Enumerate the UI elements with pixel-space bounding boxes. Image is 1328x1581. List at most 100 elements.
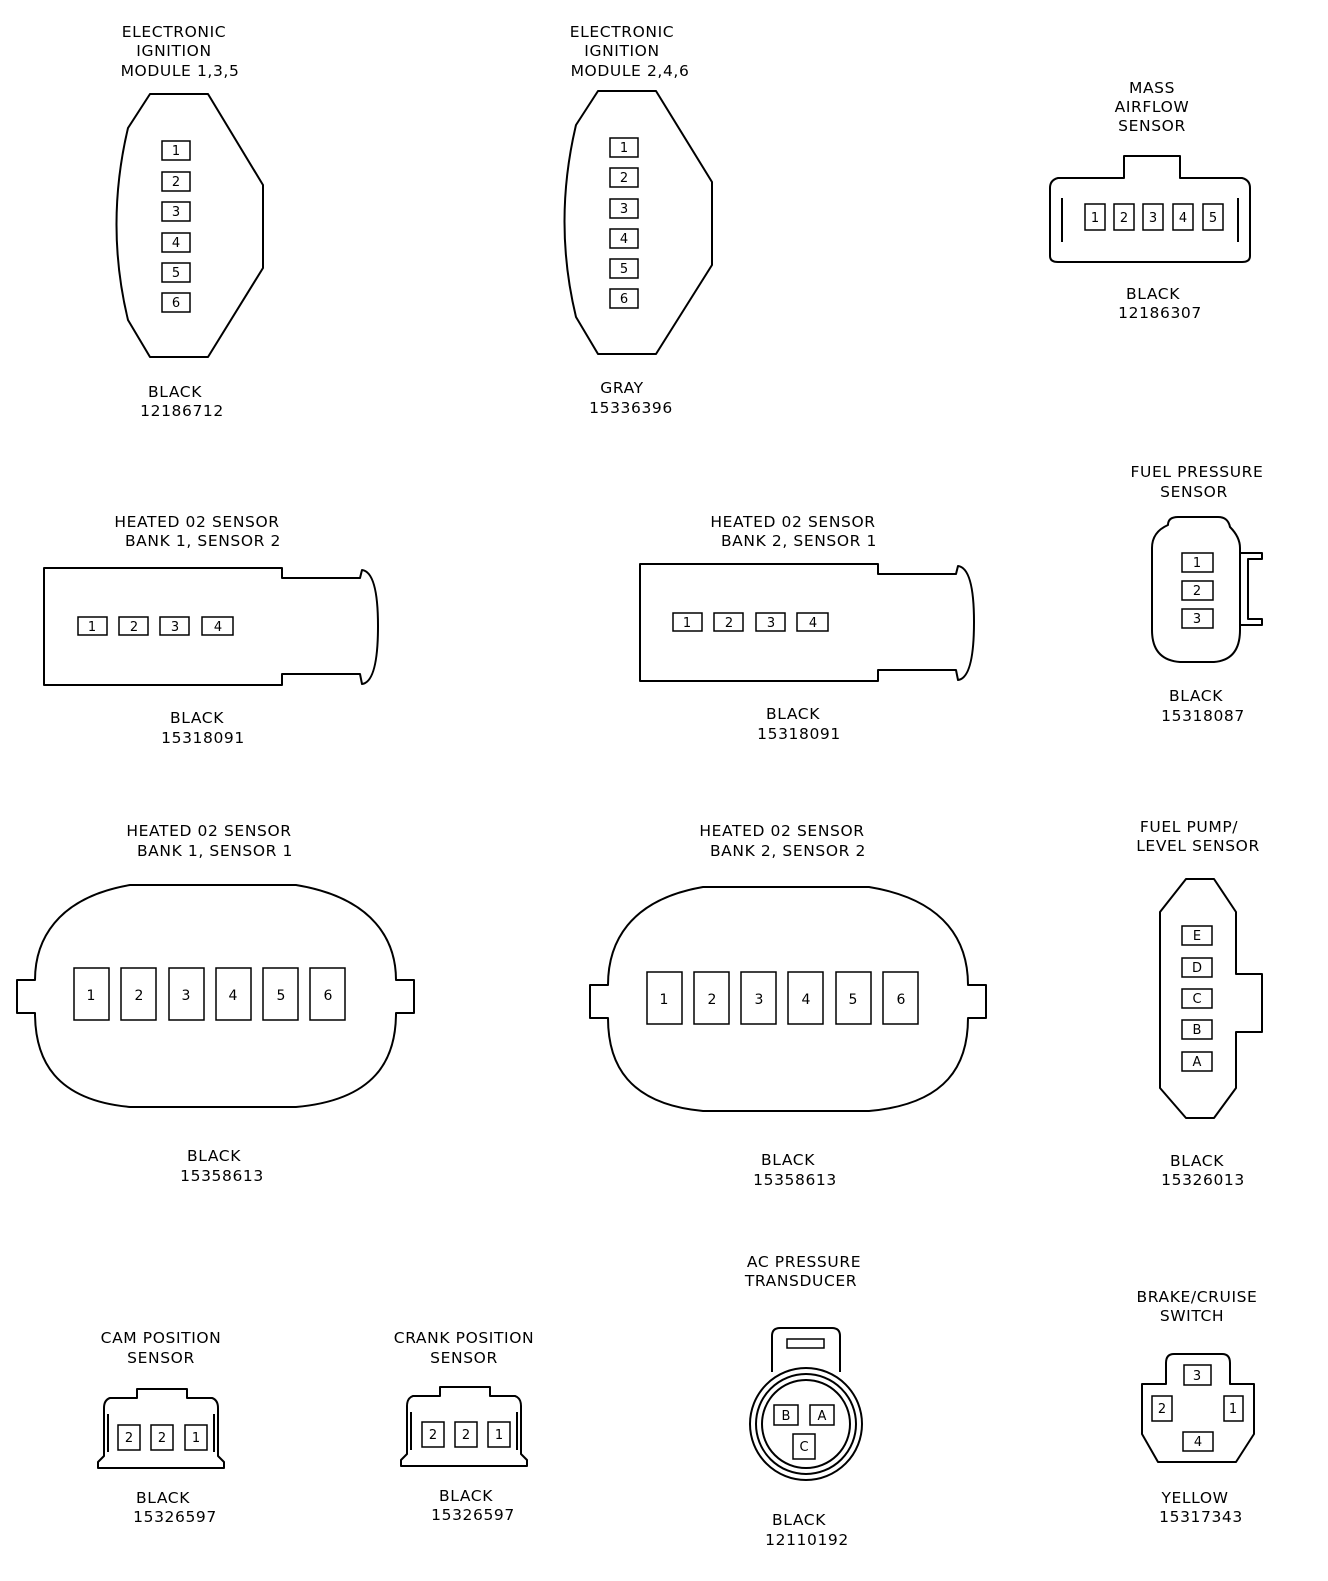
svg-text:1: 1 bbox=[660, 992, 669, 1008]
svg-text:3: 3 bbox=[1193, 612, 1201, 627]
pin-B: B bbox=[1181, 1019, 1213, 1040]
pin-3: 3 bbox=[755, 612, 786, 632]
svg-text:B: B bbox=[782, 1409, 791, 1424]
title-line-3: MODULE 2,4,6 bbox=[571, 62, 690, 80]
title-line-1: HEATED 02 SENSOR bbox=[114, 513, 279, 531]
connector-color: BLACK bbox=[136, 1489, 190, 1507]
svg-text:2: 2 bbox=[158, 1431, 166, 1446]
pin-3: 3 bbox=[161, 201, 191, 222]
connector-o2-bank2-sensor1: HEATED 02 SENSOR BANK 2, SENSOR 1 1 2 3 … bbox=[639, 513, 975, 743]
svg-text:2: 2 bbox=[1158, 1402, 1166, 1417]
svg-text:2: 2 bbox=[135, 988, 144, 1004]
svg-text:1: 1 bbox=[172, 144, 180, 159]
svg-text:4: 4 bbox=[1194, 1435, 1202, 1450]
part-number: 12110192 bbox=[765, 1531, 849, 1549]
connector-ring-middle bbox=[755, 1373, 857, 1475]
svg-text:4: 4 bbox=[620, 232, 628, 247]
pin-6: 6 bbox=[882, 971, 919, 1025]
svg-text:5: 5 bbox=[277, 988, 286, 1004]
pin-3: 3 bbox=[609, 198, 639, 219]
pin-D: D bbox=[1181, 957, 1213, 978]
svg-text:4: 4 bbox=[214, 620, 222, 635]
connector-body bbox=[589, 886, 987, 1112]
connector-body bbox=[400, 1386, 528, 1467]
pin-C: C bbox=[1181, 988, 1213, 1009]
title-line-1: HEATED 02 SENSOR bbox=[699, 822, 864, 840]
pin-1: 1 bbox=[77, 616, 108, 636]
pin-1: 1 bbox=[1223, 1395, 1244, 1422]
connector-o2-bank2-sensor2: HEATED 02 SENSOR BANK 2, SENSOR 2 1 2 3 … bbox=[589, 822, 987, 1189]
svg-text:4: 4 bbox=[809, 616, 817, 631]
svg-text:6: 6 bbox=[620, 292, 628, 307]
pin-2b: 2 bbox=[150, 1424, 174, 1451]
svg-text:2: 2 bbox=[1120, 211, 1128, 226]
title-line-2: SENSOR bbox=[127, 1349, 195, 1367]
pin-4: 4 bbox=[161, 232, 191, 253]
pin-4: 4 bbox=[796, 612, 829, 632]
pin-2: 2 bbox=[713, 612, 744, 632]
connector-ignition-module-246: ELECTRONIC IGNITION MODULE 2,4,6 1 2 3 4… bbox=[563, 23, 713, 417]
svg-text:2: 2 bbox=[708, 992, 717, 1008]
pin-2: 2 bbox=[1181, 580, 1214, 601]
connector-body bbox=[1141, 1353, 1255, 1463]
part-number: 12186712 bbox=[140, 402, 224, 420]
connector-color: BLACK bbox=[1169, 687, 1223, 705]
part-number: 15317343 bbox=[1159, 1508, 1243, 1526]
title-line-2: SENSOR bbox=[430, 1349, 498, 1367]
pin-3: 3 bbox=[1142, 203, 1164, 231]
connector-fuel-pressure-sensor: FUEL PRESSURE SENSOR 1 2 3 BLACK 1531808… bbox=[1131, 463, 1264, 725]
pin-2: 2 bbox=[120, 967, 157, 1021]
svg-text:6: 6 bbox=[324, 988, 333, 1004]
connector-color: BLACK bbox=[766, 705, 820, 723]
part-number: 12186307 bbox=[1118, 304, 1202, 322]
svg-text:A: A bbox=[1193, 1055, 1202, 1070]
svg-text:5: 5 bbox=[1209, 211, 1217, 226]
pin-4: 4 bbox=[1182, 1431, 1214, 1452]
title-line-2: BANK 1, SENSOR 1 bbox=[137, 842, 293, 860]
svg-text:2: 2 bbox=[1193, 584, 1201, 599]
svg-text:6: 6 bbox=[172, 296, 180, 311]
pin-5: 5 bbox=[161, 262, 191, 283]
connector-cam-position-sensor: CAM POSITION SENSOR 2 2 1 BLACK 15326597 bbox=[97, 1329, 225, 1526]
pin-A: A bbox=[809, 1404, 835, 1426]
svg-text:2: 2 bbox=[725, 616, 733, 631]
title-line-1: FUEL PRESSURE bbox=[1131, 463, 1264, 481]
svg-text:2: 2 bbox=[462, 1428, 470, 1443]
title-line-1: MASS bbox=[1129, 79, 1175, 97]
pin-1: 1 bbox=[73, 967, 110, 1021]
pin-6: 6 bbox=[161, 292, 191, 313]
title-line-1: HEATED 02 SENSOR bbox=[710, 513, 875, 531]
svg-text:2: 2 bbox=[620, 171, 628, 186]
svg-text:1: 1 bbox=[88, 620, 96, 635]
connector-body bbox=[97, 1388, 225, 1469]
pin-2: 2 bbox=[161, 171, 191, 192]
part-number: 15336396 bbox=[589, 399, 673, 417]
title-line-2: IGNITION bbox=[136, 42, 211, 60]
pin-C: C bbox=[792, 1433, 816, 1460]
svg-text:5: 5 bbox=[172, 266, 180, 281]
pin-4: 4 bbox=[215, 967, 252, 1021]
connector-ring-inner bbox=[761, 1379, 851, 1469]
pin-5: 5 bbox=[609, 258, 639, 279]
connector-body bbox=[1049, 155, 1251, 263]
part-number: 15326013 bbox=[1161, 1171, 1245, 1189]
title-line-1: BRAKE/CRUISE bbox=[1137, 1288, 1258, 1306]
pin-1: 1 bbox=[646, 971, 683, 1025]
part-number: 15318091 bbox=[757, 725, 841, 743]
pin-4: 4 bbox=[787, 971, 824, 1025]
title-line-2: BANK 1, SENSOR 2 bbox=[125, 532, 281, 550]
svg-text:2: 2 bbox=[125, 1431, 133, 1446]
pin-1: 1 bbox=[1084, 203, 1106, 231]
pin-1: 1 bbox=[487, 1421, 511, 1448]
connector-o2-bank1-sensor1: HEATED 02 SENSOR BANK 1, SENSOR 1 1 2 3 … bbox=[16, 822, 415, 1185]
svg-text:D: D bbox=[1192, 961, 1202, 976]
pin-1: 1 bbox=[1181, 552, 1214, 573]
connector-ac-pressure-transducer: AC PRESSURE TRANSDUCER B A C BLACK 12110… bbox=[744, 1253, 863, 1549]
title-line-3: SENSOR bbox=[1118, 117, 1186, 135]
connector-body bbox=[16, 884, 415, 1108]
svg-text:3: 3 bbox=[182, 988, 191, 1004]
part-number: 15318087 bbox=[1161, 707, 1245, 725]
svg-text:3: 3 bbox=[1193, 1369, 1201, 1384]
svg-text:3: 3 bbox=[171, 620, 179, 635]
svg-text:1: 1 bbox=[620, 141, 628, 156]
